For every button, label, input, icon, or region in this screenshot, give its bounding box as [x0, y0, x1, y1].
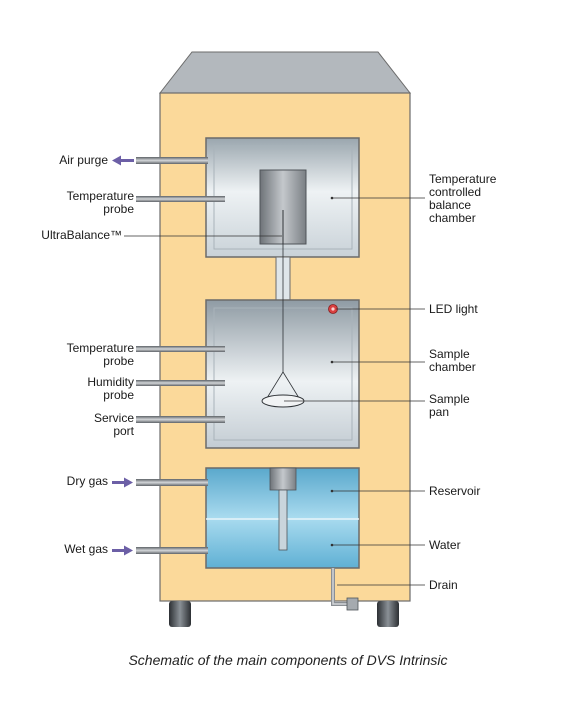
foot-right	[377, 601, 399, 627]
temp-probe-mid-tube	[136, 346, 225, 352]
dry-gas-tube	[136, 479, 208, 486]
label-drain: Drain	[429, 578, 458, 592]
label-sample-chamber: Sample chamber	[429, 347, 476, 374]
drain-pipe	[331, 568, 359, 611]
temp-probe-top-tube	[136, 196, 225, 202]
label-ultrabalance: UltraBalance™	[41, 228, 122, 242]
dry-gas-arrow	[112, 477, 133, 488]
air-purge-tube	[136, 157, 208, 164]
label-temperature-probe-top: Temperature probe	[66, 189, 134, 216]
cabinet-top	[158, 51, 412, 94]
label-air-purge: Air purge	[59, 153, 108, 167]
label-wet-gas: Wet gas	[64, 542, 108, 556]
sample-pan	[261, 371, 305, 408]
sample-chamber	[205, 299, 360, 449]
label-temperature-probe-mid: Temperature probe	[66, 341, 134, 368]
label-water: Water	[429, 538, 461, 552]
air-purge-arrow	[112, 155, 134, 166]
label-sample-pan: Sample pan	[429, 392, 470, 419]
humidity-probe-tube	[136, 380, 225, 386]
wet-gas-tube	[136, 547, 208, 554]
label-reservoir: Reservoir	[429, 484, 481, 498]
label-balance-chamber: Temperature controlled balance chamber	[429, 172, 497, 225]
wet-gas-arrow	[112, 545, 133, 556]
label-led-light: LED light	[429, 302, 478, 316]
label-service-port: Service port	[93, 411, 134, 438]
service-port-tube	[136, 416, 225, 423]
figure-caption: Schematic of the main components of DVS …	[128, 652, 448, 668]
label-humidity-probe: Humidity probe	[87, 375, 134, 402]
foot-left	[169, 601, 191, 627]
label-dry-gas: Dry gas	[66, 474, 108, 488]
